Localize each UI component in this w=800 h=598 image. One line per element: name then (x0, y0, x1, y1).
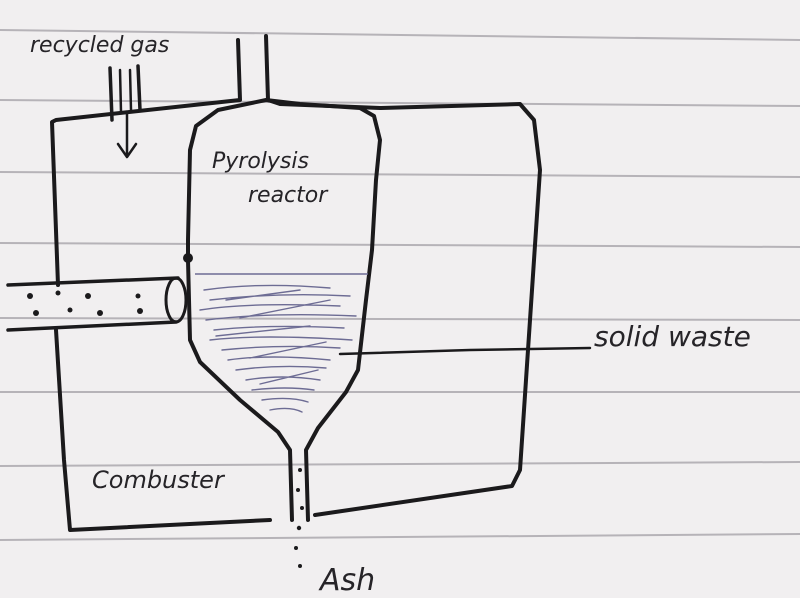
feed-pipe-particles (27, 291, 143, 317)
feed-pipe (8, 278, 186, 330)
rule-line (0, 243, 800, 247)
recycled-gas-label: recycled gas (30, 33, 169, 58)
gas-pipe-wall-left (110, 68, 112, 120)
feed-pipe-mouth (166, 278, 186, 322)
feed-pipe-bottom (8, 322, 176, 330)
port-dot (183, 253, 193, 263)
rule-line (0, 172, 800, 177)
ash-label: Ash (318, 563, 375, 598)
combustor-label: Combuster (92, 466, 226, 494)
rule-line (0, 534, 800, 540)
down-arrow-icon (118, 112, 136, 157)
ash-particles (294, 468, 304, 568)
feed-pipe-top (8, 278, 178, 285)
gas-pipe-wall-right (138, 66, 140, 110)
gas-pipe-inner (120, 70, 131, 112)
solid-waste-label: solid waste (594, 320, 751, 353)
reactor-label-line2: reactor (248, 183, 329, 208)
reactor-label-line1: Pyrolysis (212, 149, 309, 174)
combustor-casing (52, 36, 540, 530)
solid-waste-leader-line (340, 348, 590, 354)
waste-hatching (200, 285, 356, 412)
